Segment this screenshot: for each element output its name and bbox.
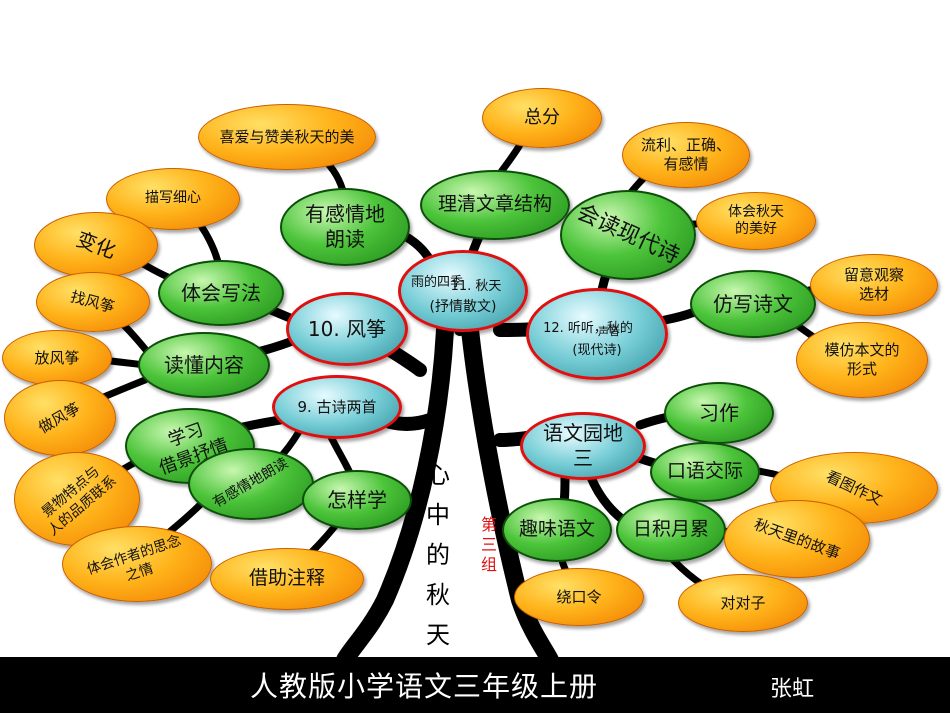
- node-composition: 习作: [664, 382, 774, 444]
- node-read-aloud-feeling-label: 有感情地朗读: [210, 455, 291, 512]
- leaf-total-parts-label: 总分: [524, 106, 560, 128]
- trunk-title-char: 天: [426, 621, 450, 649]
- leaf-feel-autumn: 体会秋天 的美好: [696, 192, 816, 250]
- center-node-listen-autumn: 12. 听听，秋的 声音 (现代诗): [526, 288, 668, 380]
- node-read-with-feeling: 有感情地 朗读: [280, 188, 410, 266]
- leaf-make-kite: 做风筝: [4, 380, 116, 456]
- leaf-author-longing: 体会作者的思念 之情: [62, 526, 212, 602]
- node-writing-method-label: 体会写法: [181, 280, 261, 305]
- leaf-notes-label: 借助注释: [248, 567, 325, 590]
- node-modern-poetry: 会读现代诗: [560, 190, 696, 280]
- center-node-autumn-line2: 11. 秋天: [450, 279, 502, 294]
- center-node-autumn: 雨的四季 11. 秋天 (抒情散文): [398, 250, 528, 332]
- node-read-aloud-feeling: 有感情地朗读: [188, 448, 314, 520]
- leaf-autumn-story-label: 秋天里的故事: [751, 514, 843, 563]
- group-label: 第三组: [478, 515, 500, 575]
- leaf-fluent-correct: 流利、正确、 有感情: [622, 122, 750, 188]
- center-node-garden-line2: 三: [573, 446, 593, 470]
- leaf-imitate-form-line1: 模仿本文的: [824, 341, 900, 360]
- leaf-imitate-form: 模仿本文的 形式: [796, 322, 928, 398]
- center-node-kite: 10. 风筝: [286, 292, 408, 366]
- leaf-change-label: 变化: [73, 226, 120, 263]
- node-imitate-poem: 仿写诗文: [690, 270, 816, 338]
- node-fun-chinese: 趣味语文: [502, 498, 612, 562]
- leaf-find-kite-label: 找风筝: [69, 287, 118, 317]
- node-oral-communication: 口语交际: [650, 442, 760, 502]
- leaf-observe-line2: 选材: [858, 285, 889, 303]
- leaf-picture-writing-label: 看图作文: [823, 466, 886, 509]
- leaf-tongue-twister-label: 绕口令: [556, 587, 602, 606]
- node-read-with-feeling-line2: 朗读: [325, 227, 365, 251]
- center-node-listen-line2: 声音: [598, 325, 620, 338]
- leaf-couplets: 对对子: [678, 574, 808, 632]
- node-modern-poetry-label: 会读现代诗: [572, 200, 684, 270]
- leaf-describe-carefully-label: 描写细心: [145, 190, 201, 207]
- leaf-make-kite-label: 做风筝: [35, 398, 84, 437]
- leaf-total-parts: 总分: [482, 88, 602, 148]
- center-node-autumn-line1: 雨的四季: [410, 275, 463, 290]
- footer-title: 人教版小学语文三年级上册: [250, 670, 599, 703]
- group-label-char: 三: [480, 535, 497, 554]
- leaf-feel-autumn-line2: 的美好: [735, 221, 777, 237]
- node-understand-content-label: 读懂内容: [164, 352, 244, 377]
- node-understand-content: 读懂内容: [138, 332, 270, 398]
- group-label-char: 组: [480, 555, 497, 574]
- leaf-change: 变化: [34, 212, 158, 278]
- leaf-tongue-twister: 绕口令: [514, 568, 644, 626]
- center-node-poems-label: 9. 古诗两首: [297, 397, 377, 416]
- node-composition-label: 习作: [699, 400, 739, 425]
- leaf-love-praise: 喜爱与赞美秋天的美: [198, 104, 376, 170]
- node-structure: 理清文章结构: [420, 170, 570, 240]
- node-structure-label: 理清文章结构: [437, 193, 552, 216]
- node-how-to-learn-label: 怎样学: [327, 487, 387, 512]
- leaf-couplets-label: 对对子: [720, 593, 766, 612]
- leaf-love-praise-label: 喜爱与赞美秋天的美: [219, 127, 355, 146]
- center-node-garden-line1: 语文园地: [543, 421, 623, 445]
- leaf-find-kite: 找风筝: [36, 272, 150, 332]
- leaf-observe-material: 留意观察 选材: [810, 254, 938, 316]
- footer-bar: 人教版小学语文三年级上册 张虹: [0, 657, 950, 713]
- node-writing-method: 体会写法: [158, 260, 284, 326]
- center-node-listen-line3: (现代诗): [572, 343, 622, 358]
- trunk-title: 心中的秋天: [418, 455, 458, 655]
- leaf-notes: 借助注释: [210, 548, 364, 610]
- group-label-char: 第: [480, 515, 497, 534]
- leaf-feel-autumn-line1: 体会秋天: [728, 203, 784, 220]
- node-daily-accumulation: 日积月累: [616, 498, 726, 562]
- footer-author: 张虹: [770, 677, 815, 702]
- leaf-observe-line1: 留意观察: [843, 266, 904, 285]
- leaf-fly-kite: 放风筝: [2, 330, 112, 386]
- trunk-title-char: 的: [426, 541, 450, 569]
- center-node-listen-line1: 12. 听听，秋的: [543, 321, 633, 336]
- center-node-poems: 9. 古诗两首: [272, 375, 402, 439]
- node-daily-accumulation-label: 日积月累: [632, 518, 709, 541]
- leaf-imitate-form-line2: 形式: [846, 360, 877, 378]
- leaf-fluent-line2: 有感情: [663, 155, 709, 173]
- trunk-title-char: 秋: [426, 581, 450, 609]
- node-fun-chinese-label: 趣味语文: [518, 518, 595, 541]
- node-how-to-learn: 怎样学: [302, 470, 412, 530]
- center-node-kite-label: 10. 风筝: [307, 316, 387, 341]
- node-oral-communication-label: 口语交际: [666, 460, 743, 483]
- leaf-fly-kite-label: 放风筝: [34, 348, 80, 367]
- trunk-title-char: 心: [426, 461, 450, 489]
- leaf-autumn-story: 秋天里的故事: [724, 500, 870, 578]
- center-node-chinese-garden: 语文园地 三: [520, 412, 646, 480]
- center-node-autumn-line3: (抒情散文): [429, 299, 497, 315]
- leaf-fluent-line1: 流利、正确、: [640, 136, 731, 155]
- node-read-with-feeling-line1: 有感情地: [305, 202, 385, 226]
- node-imitate-poem-label: 仿写诗文: [713, 291, 793, 316]
- trunk-title-char: 中: [426, 501, 450, 529]
